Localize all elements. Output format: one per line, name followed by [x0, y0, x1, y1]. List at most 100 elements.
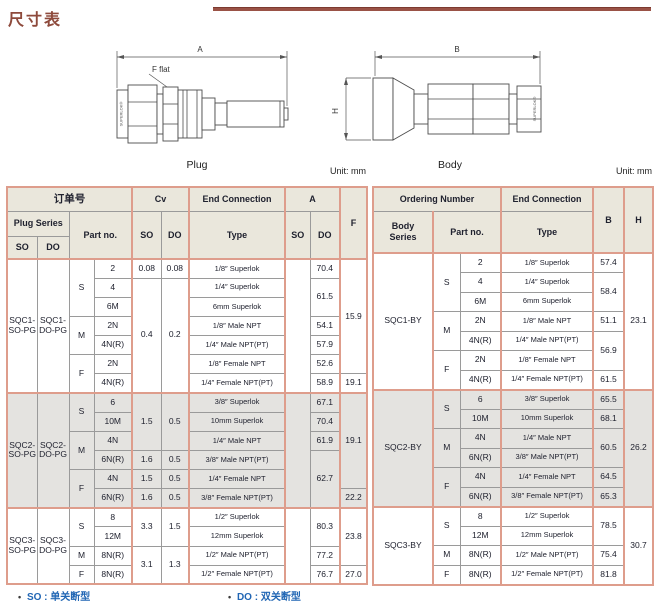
data-cell: 0.5 — [160, 449, 191, 471]
data-cell: 3/8″ Male NPT(PT) — [188, 449, 287, 471]
dim-label-h: H — [331, 108, 340, 114]
data-cell: 8N(R) — [93, 564, 133, 585]
data-cell — [284, 507, 311, 585]
data-cell: 10M — [459, 408, 503, 429]
data-cell: 61.5 — [309, 277, 342, 317]
data-cell: 65.3 — [592, 486, 626, 507]
data-cell: 76.7 — [309, 564, 342, 585]
header-rule — [213, 7, 651, 11]
data-cell: 67.1 — [309, 392, 342, 413]
body-caption: Body — [438, 159, 463, 171]
data-cell: 4N — [459, 467, 503, 488]
data-cell: S — [68, 392, 95, 432]
data-cell: 8N(R) — [93, 545, 133, 566]
data-cell: 58.9 — [309, 373, 342, 394]
footnote-so-desc: 单关断型 — [50, 592, 91, 603]
data-cell: 19.1 — [339, 373, 368, 394]
data-cell: 12M — [459, 525, 503, 546]
data-cell: 23.1 — [623, 252, 654, 390]
plug-drawing: A F flat SUPERLOK® Plug — [116, 45, 289, 171]
header-cell: End Connection — [188, 186, 287, 212]
data-cell: 68.1 — [592, 408, 626, 429]
data-cell: 1/8″ Superlok — [500, 252, 595, 273]
data-cell: M — [432, 311, 461, 351]
data-cell: SQC2-BY — [372, 389, 434, 507]
data-cell: F — [68, 354, 95, 394]
data-cell: 23.8 — [339, 507, 368, 566]
data-cell: 0.08 — [131, 258, 162, 279]
data-cell — [284, 258, 311, 394]
data-cell: 77.2 — [309, 545, 342, 566]
data-cell: 3/8″ Male NPT(PT) — [500, 447, 595, 468]
data-cell: 58.4 — [592, 272, 626, 312]
data-cell: 1/8″ Female NPT — [188, 354, 287, 375]
data-cell: 1.5 — [160, 507, 191, 547]
data-cell: F — [68, 564, 95, 585]
data-cell: 6N(R) — [93, 449, 133, 471]
data-cell: 4N(R) — [93, 373, 133, 394]
data-cell: 1/4″ Male NPT(PT) — [500, 330, 595, 351]
data-cell: 1/8″ Superlok — [188, 258, 287, 279]
superlok-brand-body: SUPERLOK® — [532, 97, 537, 122]
plug-caption: Plug — [186, 159, 207, 171]
data-cell: SQC2- DO-PG — [36, 392, 70, 509]
data-cell: 52.6 — [309, 354, 342, 375]
data-cell: F — [432, 564, 461, 585]
header-cell: Body Series — [372, 210, 434, 254]
data-cell: 2N — [459, 311, 503, 332]
header-cell: Cv — [131, 186, 191, 212]
data-cell: 54.1 — [309, 315, 342, 337]
data-cell: 15.9 — [339, 258, 368, 375]
data-cell: 1/2″ Superlok — [500, 506, 595, 527]
data-cell: 10M — [93, 411, 133, 432]
data-cell: 0.08 — [160, 258, 191, 279]
data-cell: 70.4 — [309, 258, 342, 279]
data-cell: 4N — [93, 469, 133, 490]
data-cell: 8 — [93, 507, 133, 528]
data-cell: 4N(R) — [459, 369, 503, 390]
data-cell: 4 — [93, 277, 133, 298]
data-cell: 10mm Superlok — [500, 408, 595, 429]
data-cell: 1/2″ Female NPT(PT) — [188, 564, 287, 585]
bullet-icon: • — [18, 592, 22, 602]
data-cell: M — [68, 545, 95, 566]
data-cell: 4N — [459, 428, 503, 449]
data-cell: 1.5 — [131, 469, 162, 490]
data-cell: 61.9 — [309, 430, 342, 451]
data-cell: 1/2″ Male NPT(PT) — [500, 545, 595, 566]
data-cell: 75.4 — [592, 545, 626, 566]
data-cell: 6N(R) — [93, 488, 133, 509]
header-cell: DO — [160, 210, 191, 260]
data-cell: 3.3 — [131, 507, 162, 547]
data-cell: 1.5 — [131, 392, 162, 451]
data-cell: 3/8″ Superlok — [188, 392, 287, 413]
data-cell: 4N — [93, 430, 133, 451]
header-cell: H — [623, 186, 654, 254]
data-cell: F — [432, 350, 461, 390]
header-cell: Type — [500, 210, 595, 254]
data-cell: 22.2 — [339, 488, 368, 509]
header-cell: SO — [284, 210, 311, 260]
data-cell: 57.4 — [592, 252, 626, 273]
data-cell: 8N(R) — [459, 545, 503, 566]
data-cell: SQC2- SO-PG — [6, 392, 38, 509]
data-cell: 0.4 — [131, 277, 162, 394]
header-cell: F — [339, 186, 368, 260]
footnote-so-term: SO : — [26, 592, 48, 603]
data-cell: 1/2″ Female NPT(PT) — [500, 564, 595, 585]
